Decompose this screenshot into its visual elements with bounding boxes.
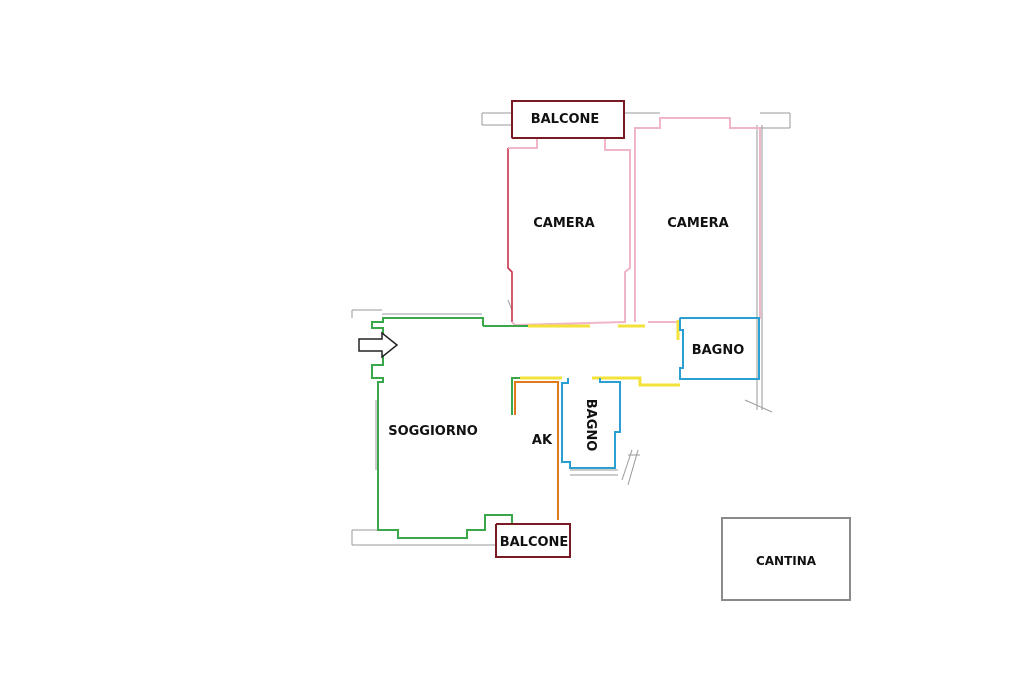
room-bagno-center [561, 378, 621, 469]
room-balcone-top [511, 100, 625, 139]
label-balcone-bottom: BALCONE [500, 535, 569, 550]
room-ak [514, 381, 559, 520]
room-soggiorno [371, 317, 528, 539]
corridor-lines [520, 320, 680, 387]
camera-left-wall-pink [508, 100, 631, 327]
room-cantina [721, 517, 851, 601]
room-bagno-right [679, 317, 760, 380]
structure-lines [351, 112, 791, 546]
cantina-box [721, 517, 851, 601]
room-camera-left [507, 100, 631, 327]
label-camera-right: CAMERA [667, 216, 729, 231]
ak-green-edge [511, 377, 520, 415]
balcone-bottom-wall [495, 523, 571, 558]
balcone-top-wall [511, 100, 625, 139]
label-bagno-right: BAGNO [692, 343, 745, 358]
label-balcone-top: BALCONE [531, 112, 600, 127]
label-ak: AK [532, 433, 553, 448]
ak-wall [514, 381, 559, 520]
entrance-arrow-icon [358, 331, 399, 359]
label-camera-left: CAMERA [533, 216, 595, 231]
camera-left-wall-red [507, 148, 513, 322]
bagno-right-wall [679, 317, 760, 380]
label-soggiorno: SOGGIORNO [388, 424, 478, 439]
bagno-center-wall [561, 378, 621, 469]
room-balcone-bottom [495, 523, 571, 558]
label-cantina: CANTINA [756, 554, 817, 568]
soggiorno-wall [371, 317, 513, 539]
label-bagno-center: BAGNO [583, 399, 598, 452]
